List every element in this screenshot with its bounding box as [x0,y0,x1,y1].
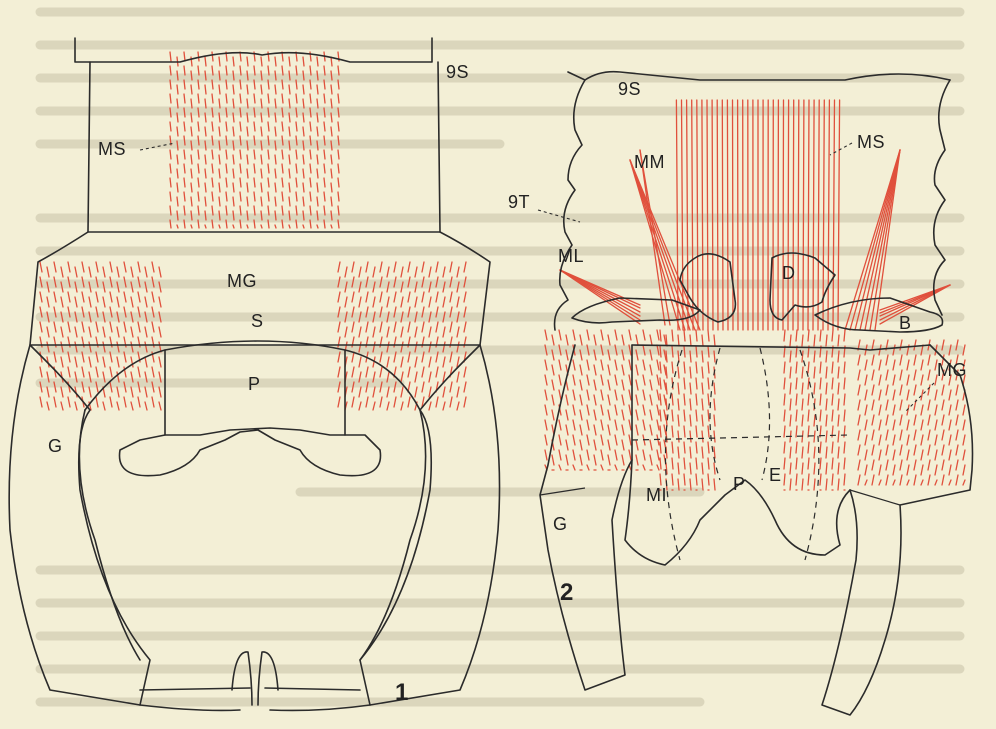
genital-plate-g-right [360,345,500,705]
figure-number-1: 1 [395,679,408,706]
label-g: G [553,514,568,534]
label-mg: MG [937,360,967,380]
genital-plate-g-left [9,345,150,705]
label-b: B [899,313,912,333]
central-lobe [120,428,381,476]
label-mg: MG [227,271,257,291]
label-9t: 9T [508,192,530,212]
cross-suture [632,435,850,440]
label-p: P [733,474,746,494]
label-p: P [248,374,261,394]
figure-number-2: 2 [560,579,573,606]
label-mi: MI [646,485,667,505]
lower-frame [79,410,425,660]
label-s: S [251,311,264,331]
endophallus-e [665,348,818,560]
label-g: G [48,436,63,456]
figure-1: 9S MS MG S P G 1 [9,38,499,710]
label-9s: 9S [446,62,469,82]
styli [232,652,278,705]
label-e: E [769,465,782,485]
label-ml: ML [558,246,584,266]
figure-2: 9S MM MS 9T ML D B MG MI P E G 2 [508,72,973,715]
label-9s: 9S [618,79,641,99]
label-ms: MS [857,132,885,152]
label-ms: MS [98,139,126,159]
show-through-text [40,12,960,702]
label-mm: MM [634,152,665,172]
label-d: D [782,263,796,283]
muscle-mm [630,150,900,330]
